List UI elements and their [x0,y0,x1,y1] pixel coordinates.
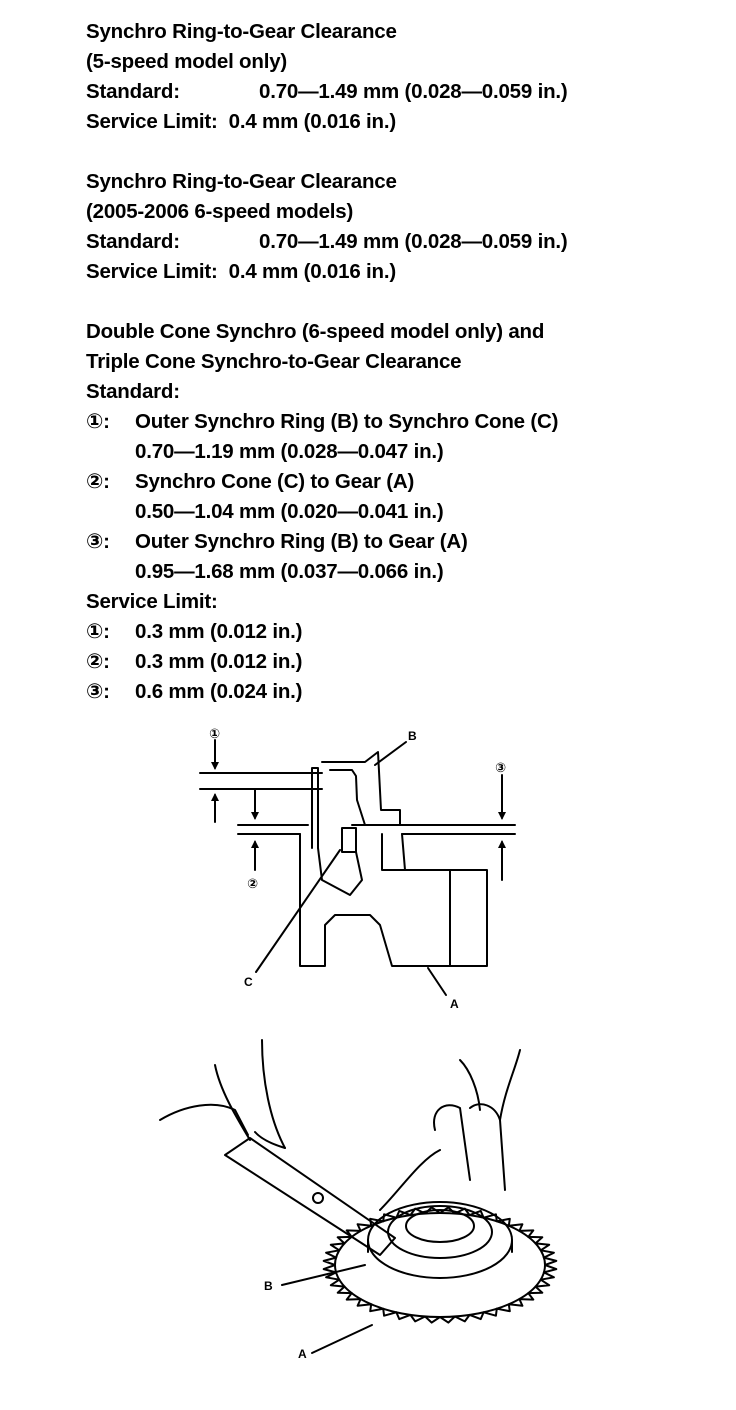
callout-number: ②: [86,650,110,673]
synchro-cross-section-diagram: ① ② ③ B C A [199,726,516,1011]
spec-block-6-speed: Synchro Ring-to-Gear Clearance (2005-200… [86,167,726,287]
label-b: B [264,1279,273,1293]
leader-b [281,1264,366,1286]
gear-a-illustration [322,1206,558,1324]
label-a: A [298,1347,307,1361]
label-a: A [450,997,459,1011]
service-limit-value: 0.6 mm (0.024 in.) [135,680,303,703]
spec-title-line2: (5-speed model only) [86,50,288,73]
standard-label: Standard: [86,230,180,253]
feeler-gauge-illustration: B A [159,1039,558,1361]
callout-number: ③: [86,680,110,703]
standard-item-value: 0.95—1.68 mm (0.037—0.066 in.) [135,560,444,583]
standard-item-2: ②: Synchro Cone (C) to Gear (A) [86,467,726,497]
spec-title-line2: Triple Cone Synchro-to-Gear Clearance [86,350,462,373]
spec-block-5-speed: Synchro Ring-to-Gear Clearance (5-speed … [86,17,726,137]
left-hand [159,1103,249,1136]
leader-a [427,967,447,996]
service-limit-row: Service Limit: 0.4 mm (0.016 in.) [86,257,726,287]
standard-item-3: ③: Outer Synchro Ring (B) to Gear (A) [86,527,726,557]
service-limit-label: Service Limit: [86,590,218,613]
standard-row: Standard: 0.70—1.49 mm (0.028—0.059 in.) [86,227,726,257]
leader-b [374,741,407,766]
spec-block-multi-cone: Double Cone Synchro (6-speed model only)… [86,317,726,707]
standard-item-desc: Outer Synchro Ring (B) to Gear (A) [135,530,468,553]
callout-number: ①: [86,410,110,433]
service-limit-value: 0.3 mm (0.012 in.) [135,620,303,643]
spec-title-line1: Synchro Ring-to-Gear Clearance [86,170,397,193]
callout-2-label: ② [247,876,258,891]
service-limit-label: Service Limit: [86,260,218,283]
callout-number: ③: [86,530,110,553]
standard-value: 0.70—1.49 mm (0.028—0.059 in.) [259,230,568,253]
callout-number: ①: [86,620,110,643]
service-limit-label: Service Limit: [86,110,218,133]
standard-item-desc: Synchro Cone (C) to Gear (A) [135,470,415,493]
standard-label: Standard: [86,80,180,103]
service-limit-item-3: ③: 0.6 mm (0.024 in.) [86,677,726,707]
callout-1-label: ① [209,726,220,741]
service-limit-value: 0.4 mm (0.016 in.) [228,260,397,283]
standard-item-value: 0.70—1.19 mm (0.028—0.047 in.) [135,440,444,463]
standard-item-1: ①: Outer Synchro Ring (B) to Synchro Cone… [86,407,726,437]
service-limit-item-2: ②: 0.3 mm (0.012 in.) [86,647,726,677]
standard-item-value: 0.50—1.04 mm (0.020—0.041 in.) [135,500,444,523]
service-limit-value: 0.3 mm (0.012 in.) [135,650,303,673]
spec-title-line2: (2005-2006 6-speed models) [86,200,354,223]
standard-item-desc: Outer Synchro Ring (B) to Synchro Cone (… [135,410,559,433]
leader-a [311,1324,373,1354]
service-limit-item-1: ①: 0.3 mm (0.012 in.) [86,617,726,647]
service-limit-value: 0.4 mm (0.016 in.) [228,110,397,133]
leader-c [255,849,341,973]
standard-row: Standard: 0.70—1.49 mm (0.028—0.059 in.) [86,77,726,107]
callout-number: ②: [86,470,110,493]
label-b: B [408,729,417,743]
callout-3-label: ③ [495,760,506,775]
service-limit-row: Service Limit: 0.4 mm (0.016 in.) [86,107,726,137]
outer-synchro-ring-b [321,751,401,826]
feeler-gauge [224,1137,396,1256]
spec-title-line1: Synchro Ring-to-Gear Clearance [86,20,397,43]
standard-label: Standard: [86,380,180,403]
label-c: C [244,975,253,989]
synchro-cone-c [311,767,319,849]
gear-a-body [299,833,488,967]
standard-value: 0.70—1.49 mm (0.028—0.059 in.) [259,80,568,103]
spec-title-line1: Double Cone Synchro (6-speed model only)… [86,320,545,343]
right-hand [433,1104,471,1181]
